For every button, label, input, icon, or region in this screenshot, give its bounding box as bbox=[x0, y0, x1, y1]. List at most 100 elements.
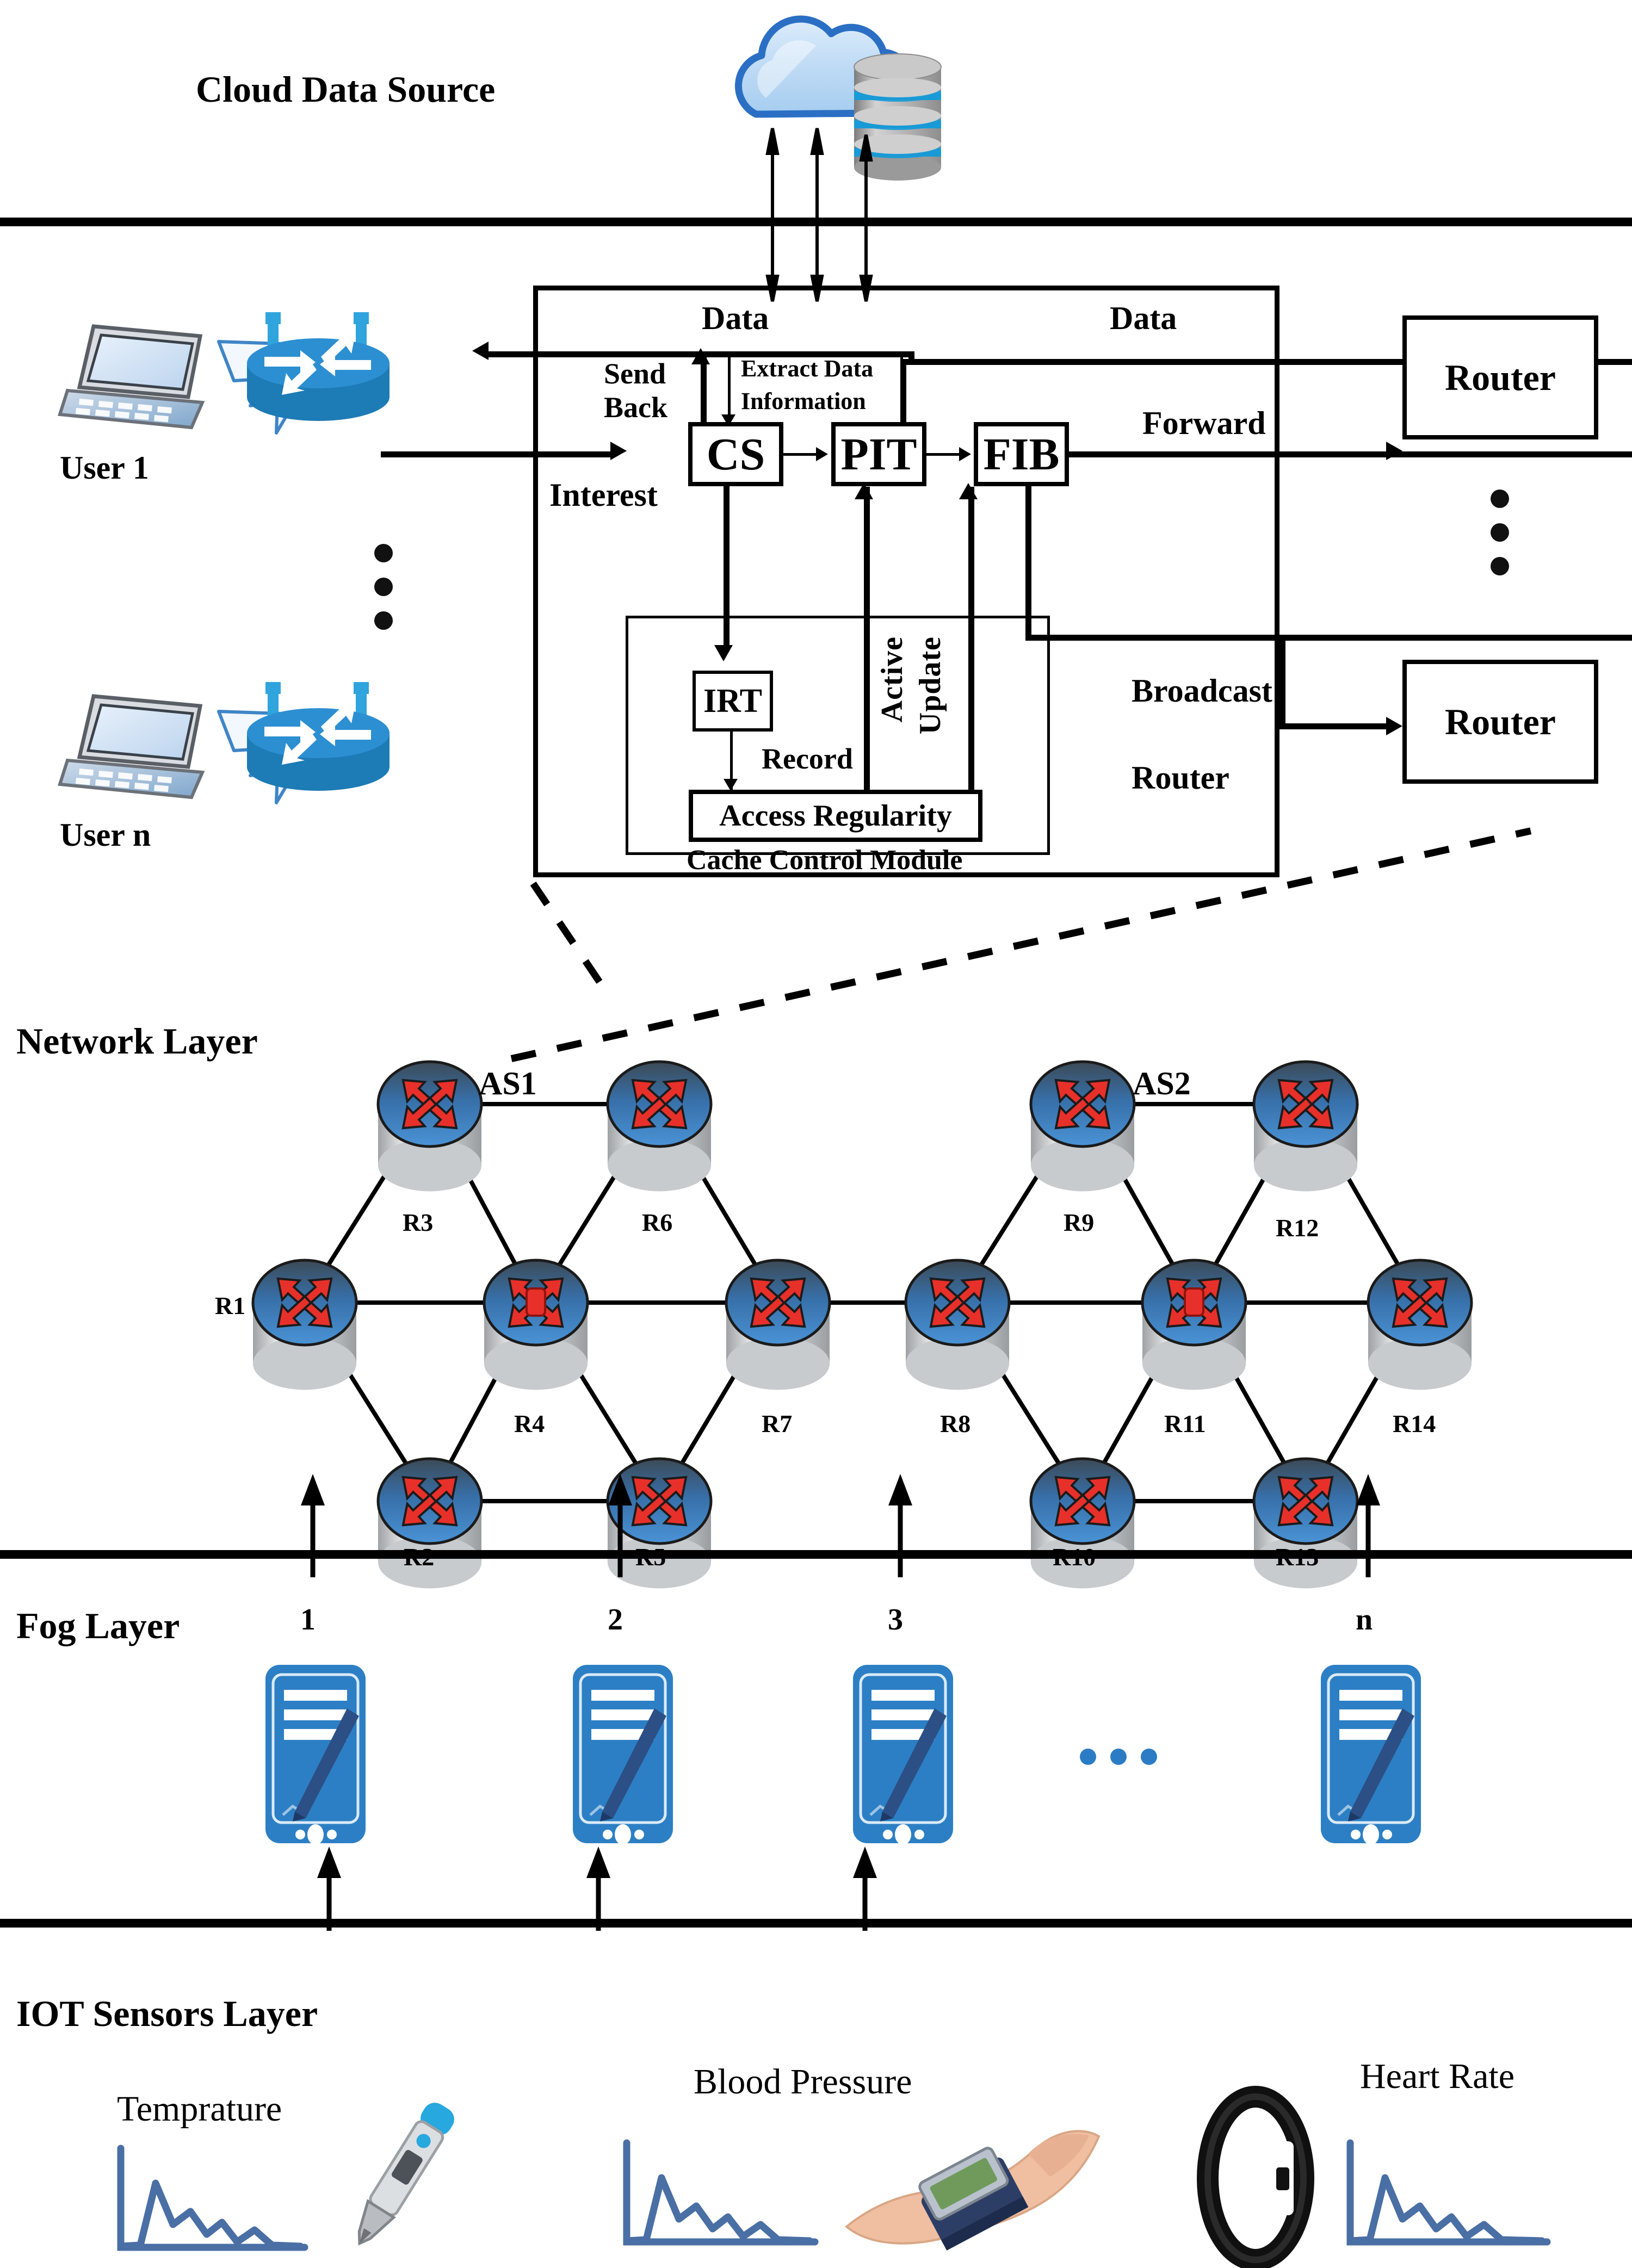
cloud-data-source-label: Cloud Data Source bbox=[196, 69, 496, 110]
fitness-band-icon bbox=[1197, 2086, 1314, 2268]
broadcast-down-line bbox=[1025, 484, 1031, 641]
broadcast-to-router2-arrowhead bbox=[1386, 717, 1402, 735]
fog-node-index-2: 2 bbox=[608, 1603, 623, 1637]
cloud-database-icon bbox=[735, 15, 942, 181]
network-router-icon-r1[interactable] bbox=[251, 1259, 358, 1390]
network-layer-label: Network Layer bbox=[16, 1020, 258, 1062]
cached-content-marker bbox=[526, 1287, 546, 1317]
interest-arrowhead bbox=[610, 442, 627, 460]
network-node-label-r9: R9 bbox=[1064, 1209, 1095, 1236]
fog-to-network-arrow-2 bbox=[604, 1474, 636, 1577]
active-update-fib-arrowhead bbox=[959, 483, 978, 499]
cloud-router-bidirectional-arrows bbox=[765, 128, 873, 302]
network-router-icon-r10[interactable] bbox=[1029, 1457, 1136, 1589]
irt-to-access-line bbox=[730, 732, 733, 792]
network-router-icon-r12[interactable] bbox=[1252, 1060, 1359, 1192]
fog-to-network-arrow-4 bbox=[1352, 1474, 1384, 1577]
cache-control-module-box bbox=[626, 616, 1050, 855]
active-update-to-fib-line bbox=[968, 487, 974, 791]
iot-to-fog-arrow-1 bbox=[313, 1846, 345, 1931]
router-text-label: Router bbox=[1132, 760, 1229, 796]
external-router-box-1[interactable]: Router bbox=[1402, 315, 1598, 439]
extract-data-line bbox=[728, 354, 731, 424]
active-update-pit-arrowhead bbox=[855, 483, 873, 499]
temperature-waveform-chart bbox=[117, 2145, 308, 2251]
extract-top-stub bbox=[900, 351, 903, 359]
network-router-icon-r11[interactable] bbox=[1141, 1259, 1247, 1390]
data-incoming-top-line bbox=[900, 359, 1632, 365]
network-router-icon-r3[interactable] bbox=[376, 1060, 483, 1192]
blood-pressure-cuff-icon bbox=[844, 2130, 1101, 2251]
pit-table-box[interactable]: PIT bbox=[831, 422, 926, 486]
network-node-label-r3: R3 bbox=[403, 1209, 434, 1236]
access-router-icon-1 bbox=[247, 312, 390, 421]
fog-node-device-3[interactable] bbox=[849, 1662, 957, 1846]
network-node-label-r14: R14 bbox=[1393, 1410, 1436, 1437]
forward-label: Forward bbox=[1142, 405, 1266, 441]
heart-rate-waveform-chart bbox=[1346, 2139, 1551, 2246]
user-1-label: User 1 bbox=[60, 450, 149, 486]
send-back-label-line2: Back bbox=[604, 391, 668, 424]
interest-input-line bbox=[381, 451, 615, 457]
cs-table-box[interactable]: CS bbox=[688, 422, 783, 486]
pit-to-fib-line bbox=[926, 453, 962, 456]
network-router-icon-r4[interactable] bbox=[483, 1259, 589, 1390]
network-node-label-r8: R8 bbox=[940, 1410, 971, 1437]
temperature-sensor-label: Temprature bbox=[117, 2089, 282, 2129]
network-node-label-r12: R12 bbox=[1276, 1214, 1319, 1242]
fog-node-device-2[interactable] bbox=[568, 1662, 677, 1846]
extract-data-label-line1: Extract Data bbox=[741, 355, 874, 382]
access-router-icon-2 bbox=[247, 682, 390, 791]
fog-to-network-arrow-1 bbox=[296, 1474, 329, 1577]
network-router-icon-r9[interactable] bbox=[1029, 1060, 1136, 1192]
cs-to-pit-line bbox=[783, 453, 819, 456]
fog-layer-label: Fog Layer bbox=[16, 1605, 180, 1646]
network-node-label-r11: R11 bbox=[1164, 1410, 1206, 1437]
fib-table-box[interactable]: FIB bbox=[974, 422, 1069, 486]
active-update-to-pit-line bbox=[864, 487, 870, 791]
fog-node-index-1: 1 bbox=[300, 1603, 316, 1637]
fog-node-device-1[interactable] bbox=[261, 1662, 370, 1846]
forward-to-router1-arrowhead bbox=[1386, 442, 1402, 460]
pit-to-fib-arrowhead bbox=[959, 447, 971, 461]
irt-box[interactable]: IRT bbox=[693, 671, 773, 732]
user-n-label: User n bbox=[60, 817, 151, 853]
divider-cloud-network bbox=[0, 218, 1632, 226]
network-router-icon-r5[interactable] bbox=[606, 1457, 713, 1589]
iot-to-fog-arrow-2 bbox=[582, 1846, 615, 1931]
send-back-line bbox=[701, 352, 707, 442]
network-router-icon-r8[interactable] bbox=[904, 1259, 1011, 1390]
users-ellipsis bbox=[374, 544, 393, 645]
fog-node-device-4[interactable] bbox=[1316, 1662, 1425, 1846]
fog-to-network-arrow-3 bbox=[884, 1474, 917, 1577]
as1-label: AS1 bbox=[479, 1065, 537, 1101]
interest-label: Interest bbox=[549, 477, 658, 513]
network-router-icon-r13[interactable] bbox=[1252, 1457, 1359, 1589]
network-router-icon-r7[interactable] bbox=[725, 1259, 831, 1390]
data-label-left: Data bbox=[702, 300, 769, 336]
network-node-label-r4: R4 bbox=[514, 1410, 545, 1437]
fog-node-index-4: n bbox=[1356, 1603, 1373, 1637]
data-incoming-down-line bbox=[900, 359, 906, 439]
fog-node-index-3: 3 bbox=[888, 1603, 903, 1637]
access-regularity-box[interactable]: Access Regularity bbox=[689, 790, 982, 842]
broadcast-down-to-router2 bbox=[1279, 635, 1285, 727]
network-router-icon-r2[interactable] bbox=[376, 1457, 483, 1589]
extract-data-label-line2: Information bbox=[741, 388, 866, 414]
divider-fog-iot bbox=[0, 1919, 1632, 1928]
network-router-icon-r6[interactable] bbox=[606, 1060, 713, 1192]
broadcast-label: Broadcast bbox=[1132, 673, 1272, 709]
as2-label: AS2 bbox=[1133, 1065, 1191, 1101]
send-back-arrowhead bbox=[691, 348, 710, 364]
cached-content-marker bbox=[1184, 1287, 1204, 1317]
data-return-arrowhead bbox=[472, 342, 489, 360]
fog-ellipsis bbox=[1080, 1749, 1157, 1765]
network-router-icon-r14[interactable] bbox=[1367, 1259, 1473, 1390]
record-arrowhead bbox=[724, 779, 738, 791]
broadcast-right-line bbox=[1025, 635, 1632, 641]
laptop-icon-user-n bbox=[58, 694, 205, 800]
network-node-label-r6: R6 bbox=[642, 1209, 673, 1236]
external-router-box-2[interactable]: Router bbox=[1402, 660, 1598, 784]
network-node-label-r1: R1 bbox=[215, 1292, 246, 1319]
